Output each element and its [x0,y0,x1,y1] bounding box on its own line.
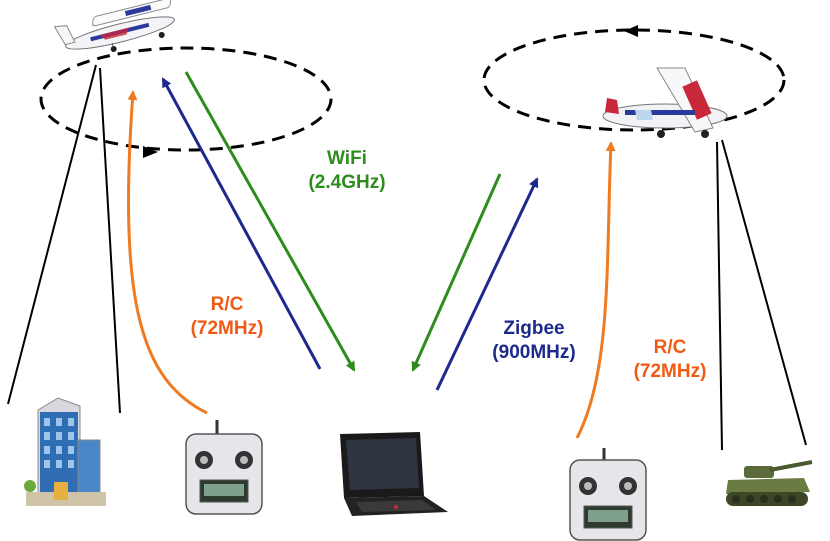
airplane-icon [53,0,175,53]
rc-right-label-frequency: (72MHz) [633,361,707,382]
wifi-label-frequency: (2.4GHz) [308,172,386,193]
tank-icon [726,460,813,506]
tether-line [716,141,723,451]
tether-line [721,139,807,446]
rc-transmitter-icon [569,448,647,541]
rc-left-label: R/C (72MHz) [168,293,286,341]
zigbee-link-right [435,177,539,391]
zigbee-link-left [161,77,322,370]
tether-line [99,67,121,414]
laptop-icon [340,432,448,516]
rc-transmitter-icon [185,420,263,515]
building-icon [24,397,106,506]
zigbee-label: Zigbee (900MHz) [470,317,598,365]
wifi-link-right [411,173,502,372]
right-orbit [482,28,786,132]
airplane-icon [602,67,728,138]
left-orbit [39,46,333,152]
rc-right-label: R/C (72MHz) [611,336,729,384]
rc-link-right [575,141,616,439]
rc-left-label-frequency: (72MHz) [190,318,264,339]
zigbee-label-frequency: (900MHz) [492,342,576,363]
rc-link-left [127,90,208,415]
right-orbit-arrow-icon [624,25,638,37]
rc-left-label-name: R/C [210,294,244,315]
rc-right-label-name: R/C [653,337,687,358]
left-orbit-arrow-icon [143,146,158,158]
wifi-label-name: WiFi [327,148,367,169]
tether-line [7,64,97,405]
zigbee-label-name: Zigbee [503,318,565,339]
wifi-label: WiFi (2.4GHz) [276,147,418,195]
wifi-link-left [184,71,356,372]
